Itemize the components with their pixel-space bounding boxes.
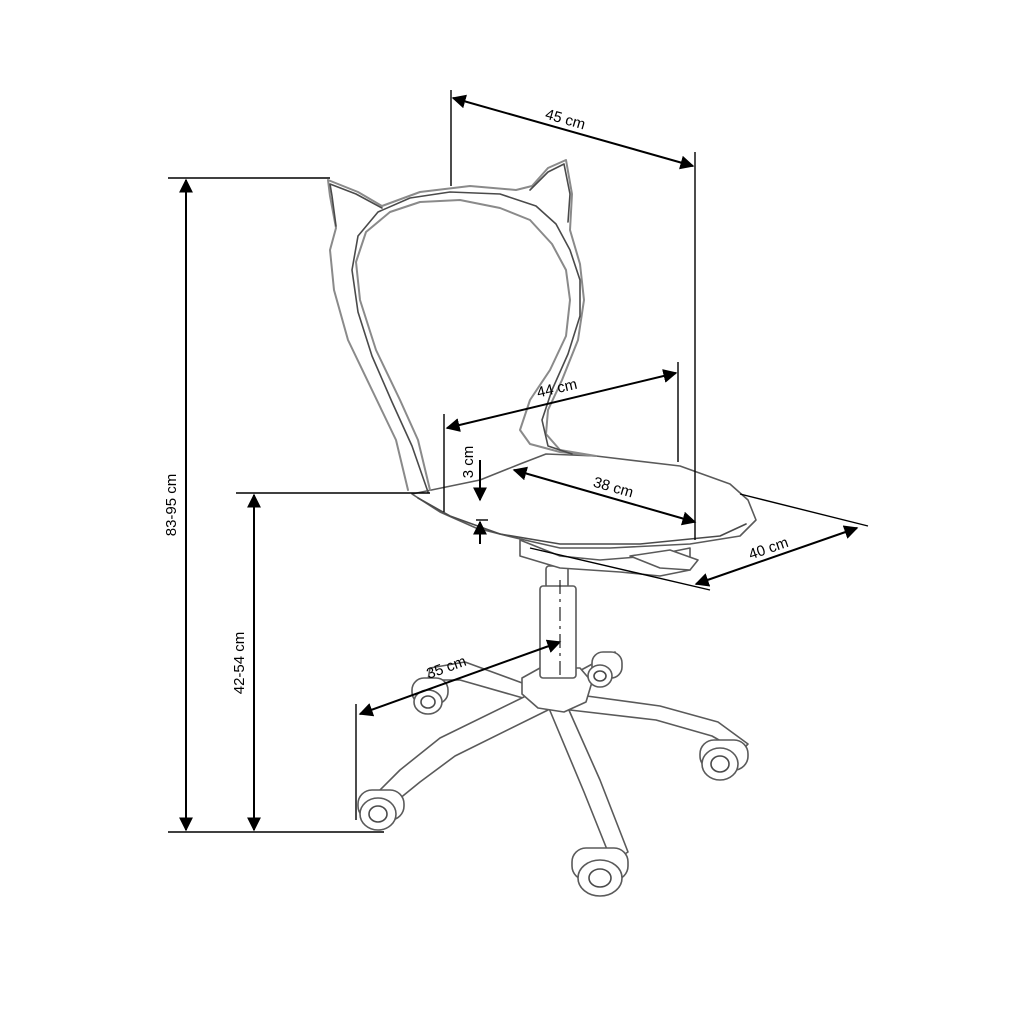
chair-backrest	[327, 159, 597, 493]
chair-illustration	[327, 159, 757, 897]
dimension-lines	[179, 94, 859, 832]
caster-front	[571, 847, 629, 897]
cat-ear-right	[529, 163, 571, 223]
cat-ear-left	[329, 183, 383, 227]
label-seat-thickness: 3 cm	[460, 446, 477, 479]
caster-front-left	[357, 789, 405, 831]
dim-seat-depth-line	[512, 466, 697, 526]
dim-base-depth-line	[694, 525, 859, 587]
caster-back-right	[587, 651, 623, 688]
base-leg-front-left	[371, 693, 549, 809]
dim-backrest-width-line	[451, 94, 695, 170]
base-leg-front	[547, 705, 629, 863]
gas-lift	[539, 565, 577, 679]
caster-front-right	[699, 739, 749, 781]
backrest-outer	[327, 159, 597, 491]
dim-seat-width-line	[445, 369, 678, 432]
tilt-lever	[629, 549, 699, 571]
dim-base-radius-line	[358, 639, 562, 717]
label-total-height: 83-95 cm	[163, 474, 180, 537]
label-seat-height: 42-54 cm	[231, 632, 248, 695]
dimension-labels: 83-95 cm 42-54 cm 45 cm 44 cm 38 cm 3 cm…	[163, 106, 791, 694]
